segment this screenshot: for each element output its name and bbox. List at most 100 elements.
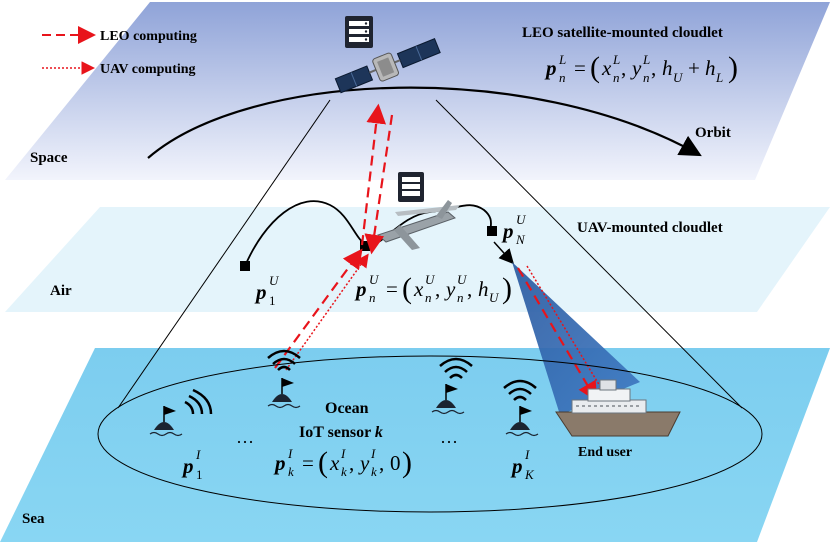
leo-uplink-arrow [360,103,387,246]
buoy-icon [431,384,465,415]
orbit-path [147,86,702,159]
orbit-label: Orbit [695,125,731,141]
ellipsis-left: ··· [236,432,254,452]
svg-text:): ) [502,272,512,305]
uav-heading-arrow [493,241,515,265]
uav-user-arrow-1 [517,267,598,402]
space-plane [5,2,830,180]
drone-icon [377,200,460,250]
svg-text:x: x [413,277,424,301]
ocean-label: Ocean [325,400,369,417]
svg-text:p: p [254,280,267,304]
iot-position-1-formula: p I 1 [181,447,203,482]
svg-text:U: U [369,272,380,287]
uav-waypoint-1 [240,261,250,271]
svg-text:n: n [643,70,650,85]
svg-text:p: p [544,56,557,80]
uav-waypoint-N [487,226,497,236]
uav-position-1-formula: p U 1 [254,273,280,308]
svg-text:1: 1 [269,293,276,308]
layer-sea-label: Sea [22,511,45,527]
svg-text:x: x [329,451,340,475]
svg-text:p: p [501,219,514,243]
svg-text:n: n [613,70,620,85]
svg-text:L: L [715,70,723,85]
svg-text:,: , [379,451,384,475]
svg-text:U: U [489,290,500,305]
sea-plane [0,348,830,542]
svg-text:p: p [273,451,286,475]
air-plane [5,207,830,312]
ocean-coverage-ellipse [97,355,763,513]
legend-uav-label: UAV computing [100,62,196,77]
svg-text:y: y [630,56,642,80]
server-icon [398,172,424,202]
svg-text:N: N [515,232,526,247]
svg-text:p: p [354,277,367,301]
svg-text:x: x [601,56,612,80]
svg-text:h: h [662,56,673,80]
svg-text:U: U [457,272,468,287]
sensor-leo-arrow [274,248,363,369]
svg-text:n: n [425,290,432,305]
svg-text:): ) [728,51,738,84]
svg-text:p: p [181,454,194,478]
svg-text:h: h [705,56,716,80]
svg-text:U: U [425,272,436,287]
buoy-icon [267,378,301,409]
svg-text:I: I [524,447,530,462]
svg-text:): ) [402,446,412,479]
server-icon [345,16,373,48]
svg-text:(: ( [402,272,412,305]
uav-position-n-formula: p U n = ( x U n , y U n , h U ) [354,272,512,305]
svg-text:k: k [371,464,377,479]
wifi-signal-icon [267,349,301,371]
cone-left-line [117,99,331,409]
svg-text:y: y [358,451,370,475]
uav-user-arrow-2 [526,265,608,399]
svg-text:L: L [612,52,620,67]
svg-text:U: U [269,273,280,288]
uav-cloudlet-label: UAV-mounted cloudlet [577,220,723,236]
svg-text:y: y [444,277,456,301]
leo-cloudlet-label: LEO satellite-mounted cloudlet [522,25,723,41]
uav-coverage-beam [512,262,640,415]
svg-text:k: k [288,464,294,479]
svg-text:=: = [302,451,314,475]
layer-air-label: Air [50,283,72,299]
iot-position-K-formula: p I K [510,447,535,482]
svg-text:k: k [341,464,347,479]
wifi-signal-icon [503,379,537,401]
svg-text:,: , [467,277,472,301]
svg-text:U: U [516,212,527,227]
end-user-label: End user [578,445,632,460]
svg-text:,: , [349,451,354,475]
svg-text:p: p [510,454,523,478]
svg-text:I: I [370,446,376,461]
leo-downlink-arrow [364,114,394,255]
svg-text:1: 1 [196,467,203,482]
svg-text:L: L [642,52,650,67]
satellite-icon [334,38,441,94]
svg-text:n: n [369,290,376,305]
svg-text:n: n [457,290,464,305]
svg-text:(: ( [590,51,600,84]
svg-text:,: , [651,56,656,80]
svg-text:I: I [340,446,346,461]
svg-text:=: = [574,56,586,80]
svg-text:0: 0 [390,451,401,475]
layer-space-label: Space [30,150,68,166]
sensor-uav-arrow [285,253,369,371]
svg-text:h: h [478,277,489,301]
legend-leo-label: LEO computing [100,29,197,44]
uav-position-N-formula: p U N [501,212,527,247]
wifi-signal-icon [184,388,213,415]
leo-position-formula: p L n = ( x L n , y L n , h U + h L ) [544,51,738,85]
svg-text:+: + [688,56,700,80]
svg-text:K: K [524,467,535,482]
buoy-icon [149,406,183,437]
svg-text:n: n [559,70,566,85]
svg-text:,: , [435,277,440,301]
svg-text:I: I [195,447,201,462]
